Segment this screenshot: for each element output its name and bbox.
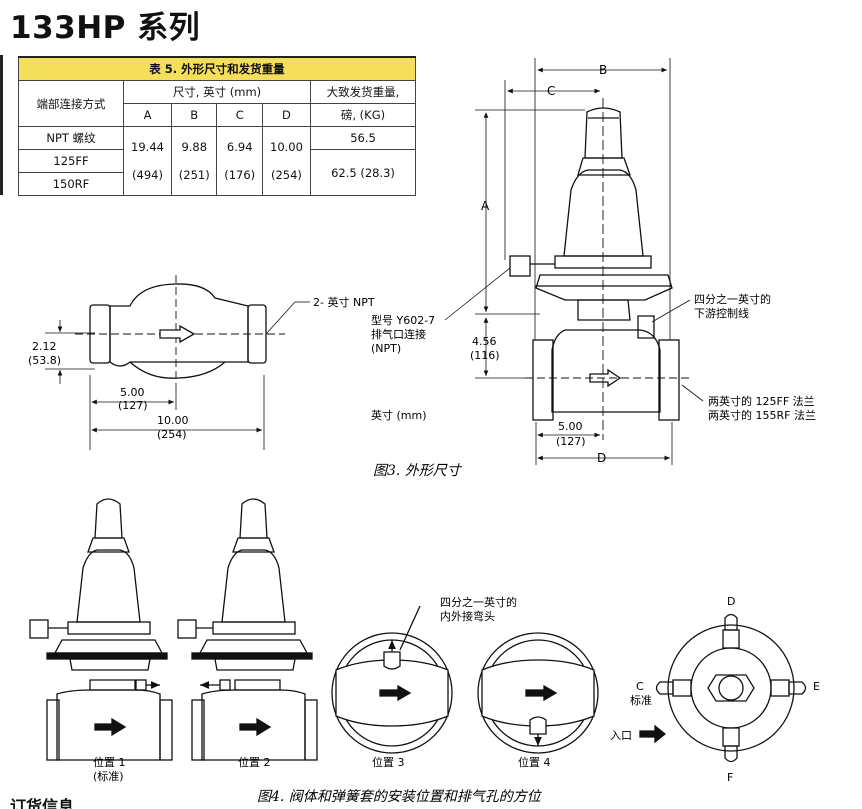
label-flange-1: 两英寸的 125FF 法兰 <box>708 394 815 408</box>
fig4-caption: 图4. 阀体和弹簧套的安装位置和排气孔的方位 <box>257 789 543 805</box>
position-2-drawing <box>177 498 318 761</box>
th-weight-2: 磅, (KG) <box>310 103 416 127</box>
label-vent-2: 排气口连接 <box>371 327 426 341</box>
orientation-drawing <box>639 613 807 763</box>
body-top-view <box>75 275 285 385</box>
top-view-dims <box>45 301 310 450</box>
label-F-orient: F <box>727 771 733 784</box>
row-type-npt: NPT 螺纹 <box>18 126 124 150</box>
label-position-2: 位置 2 <box>238 755 271 769</box>
label-position-3: 位置 3 <box>372 755 405 769</box>
label-456: 4.56 <box>472 335 497 348</box>
label-A: A <box>481 199 490 213</box>
th-end-connection: 端部连接方式 <box>18 80 124 127</box>
label-B: B <box>599 63 607 77</box>
label-127-b: (127) <box>556 435 586 448</box>
cell-dim-d: 10.00(254) <box>261 126 312 196</box>
row-type-125ff: 125FF <box>18 149 124 173</box>
cell-weight-npt: 56.5 <box>310 126 416 150</box>
label-vent-1: 型号 Y602-7 <box>371 313 435 327</box>
label-212: 2.12 <box>32 340 57 353</box>
label-500-a: 5.00 <box>120 386 145 399</box>
label-C: C <box>547 84 555 98</box>
dimensions-table: 表 5. 外形尺寸和发货重量 端部连接方式 尺寸, 英寸 (mm) 大致发货重量… <box>18 56 416 196</box>
label-500-b: 5.00 <box>558 420 583 433</box>
label-position-1: 位置 1 <box>93 755 126 769</box>
position-4-drawing <box>477 632 599 754</box>
label-C-orient: C <box>636 680 644 693</box>
fig3-caption: 图3. 外形尺寸 <box>373 463 463 479</box>
label-elbow-2: 内外接弯头 <box>440 609 495 623</box>
label-flange-2: 两英寸的 155RF 法兰 <box>708 408 816 422</box>
row-type-150rf: 150RF <box>18 172 124 196</box>
cell-dim-b: 9.88(251) <box>171 126 218 196</box>
cell-weight-flange: 62.5 (28.3) <box>310 149 416 196</box>
label-vent-3: (NPT) <box>371 342 401 355</box>
regulator-side-view <box>509 98 690 440</box>
th-dim-b: B <box>171 103 218 127</box>
label-units: 英寸 (mm) <box>371 408 427 422</box>
th-dim-d: D <box>261 103 312 127</box>
cell-dim-c: 6.94(176) <box>216 126 263 196</box>
label-position-1-std: (标准) <box>93 769 124 783</box>
label-D: D <box>597 451 606 465</box>
label-116: (116) <box>470 349 500 362</box>
position-3-drawing <box>331 605 453 754</box>
label-inlet: 入口 <box>610 729 632 742</box>
label-254: (254) <box>157 428 187 441</box>
label-ctrl-1: 四分之一英寸的 <box>694 292 771 306</box>
side-view-dims <box>444 58 704 465</box>
label-1000: 10.00 <box>157 414 189 427</box>
label-C-std: 标准 <box>630 693 652 707</box>
page-title: 133HP 系列 <box>10 10 201 46</box>
label-E-orient: E <box>813 680 820 693</box>
label-538: (53.8) <box>28 354 61 367</box>
label-elbow-1: 四分之一英寸的 <box>440 595 517 609</box>
th-dim-a: A <box>122 103 173 127</box>
left-margin-bar <box>0 55 3 195</box>
label-2in-npt: 2- 英寸 NPT <box>313 295 375 309</box>
label-ctrl-2: 下游控制线 <box>694 306 749 320</box>
position-1-drawing <box>29 498 173 761</box>
label-D-orient: D <box>727 595 735 608</box>
label-127-a: (127) <box>118 399 148 412</box>
footer-section-heading: 订货信息 <box>10 797 74 809</box>
table-caption: 表 5. 外形尺寸和发货重量 <box>18 56 416 81</box>
label-position-4: 位置 4 <box>518 755 551 769</box>
th-weight-1: 大致发货重量, <box>310 80 416 104</box>
